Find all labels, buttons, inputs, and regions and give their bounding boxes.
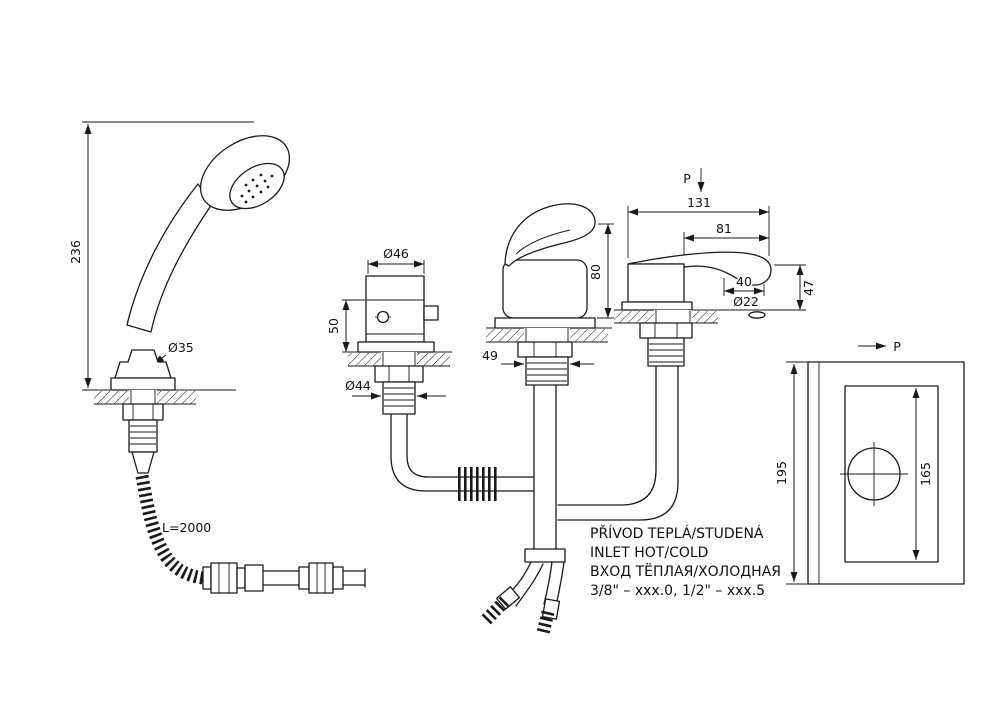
diverter-shank (382, 381, 416, 415)
diverter-valve: Ø46 50 Ø44 (325, 245, 452, 415)
supply-pipes (390, 365, 679, 521)
dim-spout-outlet: Ø22 (733, 294, 759, 309)
flex-hose (135, 474, 205, 585)
bath-spout: P 131 81 40 Ø22 47 (614, 168, 818, 367)
dim-spout-reach: 81 (716, 221, 732, 236)
shower-locknut (122, 403, 164, 421)
spout-shank (647, 337, 685, 367)
dim-diverter-base: Ø44 (345, 378, 371, 393)
pressure-label-plan: P (893, 339, 901, 354)
shower-hose-assembly: L=2000 (135, 474, 366, 594)
dim-spout-height: 47 (801, 280, 816, 296)
dim-plan-cutout: 165 (918, 462, 933, 486)
dim-shower-flange: Ø35 (168, 340, 194, 355)
mixer-locknut (517, 341, 573, 358)
hose-length-label: L=2000 (162, 520, 211, 535)
dim-plan-depth: 195 (774, 461, 789, 485)
note-thread-sizes: 3/8" – xxx.0, 1/2" – xxx.5 (590, 583, 765, 599)
dim-spout-length: 131 (687, 195, 711, 210)
spray-nozzles (240, 173, 274, 204)
mixer-shank (525, 356, 569, 386)
mixer-body (502, 259, 588, 319)
dim-mixer-base: 49 (482, 348, 498, 363)
diverter-knob (376, 310, 390, 324)
mixer-tap: 80 49 (481, 203, 614, 557)
pressure-label-side: P (683, 171, 691, 186)
plan-view: P 165 195 (773, 338, 965, 585)
diverter-body (365, 275, 425, 343)
spout-locknut (639, 322, 693, 339)
shower-handle (126, 183, 213, 333)
shower-shank (128, 419, 158, 453)
dim-diverter-dia: Ø46 (383, 246, 409, 261)
dim-mixer-height: 80 (588, 264, 603, 280)
hand-shower: 236 Ø35 (67, 121, 291, 474)
dim-spout-tip: 40 (736, 274, 752, 289)
dim-shower-height: 236 (68, 240, 83, 264)
inlet-notes: PŘÍVOD TEPLÁ/STUDENÁ INLET HOT/COLD ВХОД… (590, 525, 781, 599)
spout-outlet (748, 311, 766, 319)
inlet-hoses (481, 548, 566, 635)
hose-coupler (244, 564, 264, 592)
diverter-outlet (423, 305, 439, 321)
hose-nut (210, 562, 238, 594)
shower-escutcheon (114, 349, 172, 379)
diverter-locknut (374, 365, 424, 383)
hose-union (308, 562, 334, 594)
hose-cone (131, 451, 155, 474)
spout-base (627, 263, 685, 303)
dim-diverter-height: 50 (326, 318, 341, 334)
note-english: INLET HOT/COLD (590, 545, 708, 561)
mounting-plate (807, 361, 965, 585)
mixer-lever (504, 203, 596, 267)
inlet-nut (524, 548, 566, 563)
note-russian: ВХОД ТЁПЛАЯ/ХОЛОДНАЯ (590, 562, 781, 580)
note-czech: PŘÍVOD TEPLÁ/STUDENÁ (590, 525, 764, 542)
spout-blade (627, 251, 772, 286)
braided-tail (481, 596, 510, 625)
